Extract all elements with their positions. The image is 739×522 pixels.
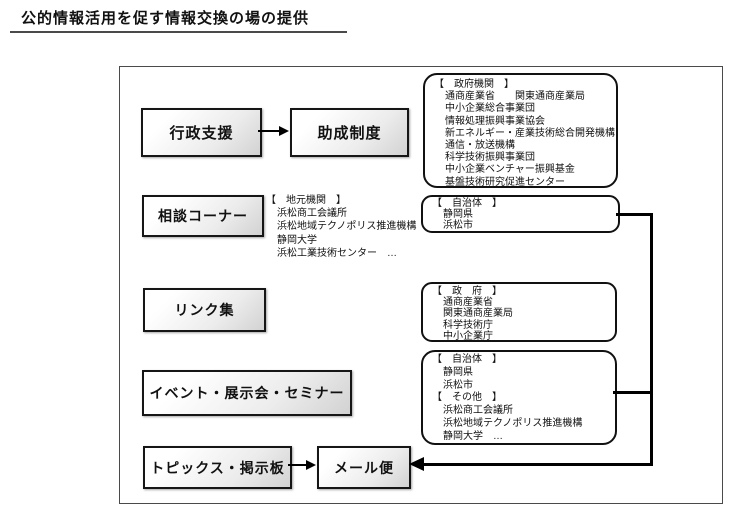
list-item: 通商産業省 関東通商産業局 [445,91,585,103]
arrow-right-icon [306,460,316,470]
connector-muni-others-branch [613,391,653,394]
connector-return-to-mail [424,463,653,466]
list-item: 浜松商工会議所 [443,405,513,417]
list-item: 浜松商工会議所 [277,208,347,220]
list-item: 科学技術庁 [443,319,493,331]
list-item: 基盤技術研究促進センター [445,176,565,188]
panel-heading: 【 政府機関 】 [434,79,514,90]
panel-municipalities: 【 自治体 】 静岡県 浜松市 [421,195,620,233]
list-item: 中小企業ベンチャー振興基金 [445,164,575,176]
list-item: 通商産業省 [443,297,493,309]
local-institutions-heading: 【 地元機関 】 [266,195,346,206]
arrow-right-icon [279,126,289,136]
box-mail-service: メール便 [317,446,411,489]
list-item: 静岡県 [443,366,473,378]
box-subsidy-system: 助成制度 [290,108,409,157]
list-item: 浜松地域テクノポリス推進機構 [443,417,583,429]
list-item: 浜松地域テクノポリス推進機構 [277,221,417,233]
panel-heading: 【 自治体 】 [432,354,502,365]
box-admin-support: 行政支援 [141,108,262,157]
connector-municipalities-branch [616,213,653,216]
list-item: 静岡県 [443,209,473,221]
list-item: 科学技術振興事業団 [445,152,535,164]
connector-topics-to-mail [288,464,307,466]
connector-admin-to-subsidy [258,130,280,132]
list-item: 通信・放送機構 [445,140,515,152]
connector-vertical-bus [650,213,653,466]
list-item: 関東通商産業局 [443,308,513,320]
panel-heading: 【 その他 】 [432,392,502,404]
list-item: 中小企業庁 [443,330,493,342]
list-item: 静岡大学 [277,234,317,246]
list-item: 情報処理振興事業協会 [445,115,545,127]
panel-government: 【 政 府 】 通商産業省 関東通商産業局 科学技術庁 中小企業庁 [421,282,617,342]
panel-government-agencies: 【 政府機関 】 通商産業省 関東通商産業局 中小企業総合事業団 情報処理振興事… [423,73,618,188]
arrow-left-icon [409,457,424,471]
list-item: 浜松市 [443,220,473,232]
list-item: 浜松市 [443,379,473,391]
box-consultation-corner: 相談コーナー [142,195,264,237]
box-links-collection: リンク集 [143,288,266,332]
list-item: 新エネルギー・産業技術総合開発機構 [445,127,615,139]
box-events-seminars: イベント・展示会・セミナー [142,370,352,416]
panel-municipalities-others: 【 自治体 】 静岡県 浜松市 【 その他 】 浜松商工会議所 浜松地域テクノポ… [421,350,617,445]
local-institutions-note: 【 地元機関 】 浜松商工会議所 浜松地域テクノポリス推進機構 静岡大学 浜松工… [266,194,416,260]
panel-heading: 【 自治体 】 [432,198,502,209]
list-item: 中小企業総合事業団 [445,103,535,115]
page-title: 公的情報活用を促す情報交換の場の提供 [10,5,347,33]
list-item: 浜松工業技術センター … [277,247,397,259]
box-topics-board: トピックス・掲示板 [143,446,292,489]
list-item: 静岡大学 … [443,430,503,442]
panel-heading: 【 政 府 】 [432,286,502,297]
